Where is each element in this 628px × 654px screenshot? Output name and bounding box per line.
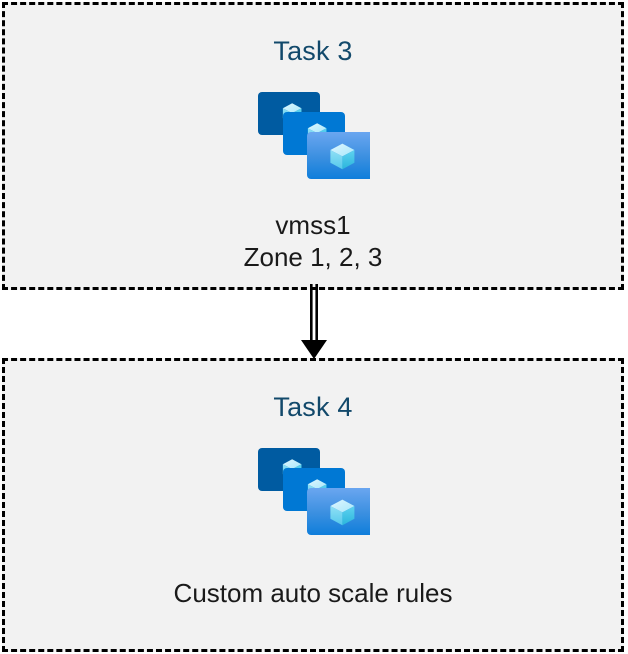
task-box-task-3: Task 3 [2, 2, 624, 290]
down-arrow-icon [301, 284, 327, 359]
task-4-heading: Task 4 [273, 392, 353, 422]
azure-vm-scale-set-icon [258, 448, 370, 535]
task-3-heading: Task 3 [273, 36, 353, 66]
task-3-caption-line-2: Zone 1, 2, 3 [243, 241, 383, 272]
azure-vm-scale-set-icon [258, 92, 370, 179]
task-3-caption: vmss1 Zone 1, 2, 3 [244, 210, 383, 274]
task-box-task-4: Task 4 [2, 358, 624, 652]
task-3-caption-line-1: vmss1 [275, 210, 351, 240]
task-4-caption-line-1: Custom auto scale rules [173, 578, 453, 608]
task-4-caption: Custom auto scale rules [174, 578, 453, 610]
